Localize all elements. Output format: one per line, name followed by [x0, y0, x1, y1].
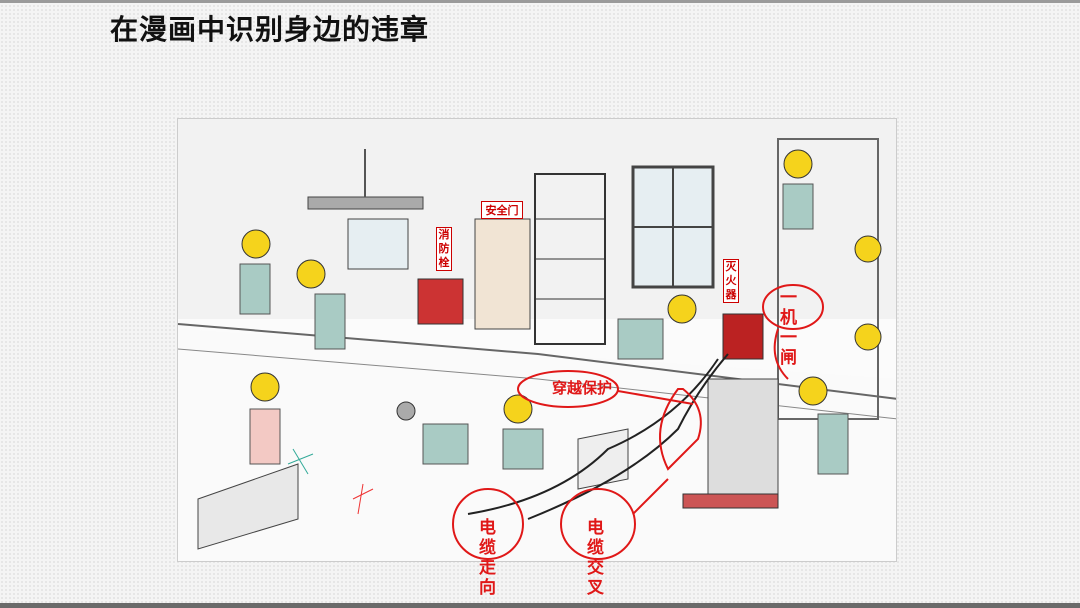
annotation-cable-crossing: 电缆交叉	[587, 518, 604, 598]
slide-title: 在漫画中识别身边的违章	[110, 13, 430, 46]
comic-drawing	[178, 119, 896, 561]
annotation-crossing-protection: 穿越保护	[552, 379, 613, 397]
top-border	[0, 0, 1080, 3]
sign-extinguisher: 灭火器	[723, 259, 739, 303]
sign-safety-door: 安全门	[481, 201, 523, 219]
sign-hydrant: 消防栓	[436, 227, 452, 271]
comic-illustration: 安全门 消防栓 灭火器	[177, 118, 897, 562]
bottom-border	[0, 603, 1080, 608]
annotation-cable-routing: 电缆走向	[479, 518, 496, 598]
annotation-one-machine-one-switch: 一机一闸	[780, 288, 797, 368]
